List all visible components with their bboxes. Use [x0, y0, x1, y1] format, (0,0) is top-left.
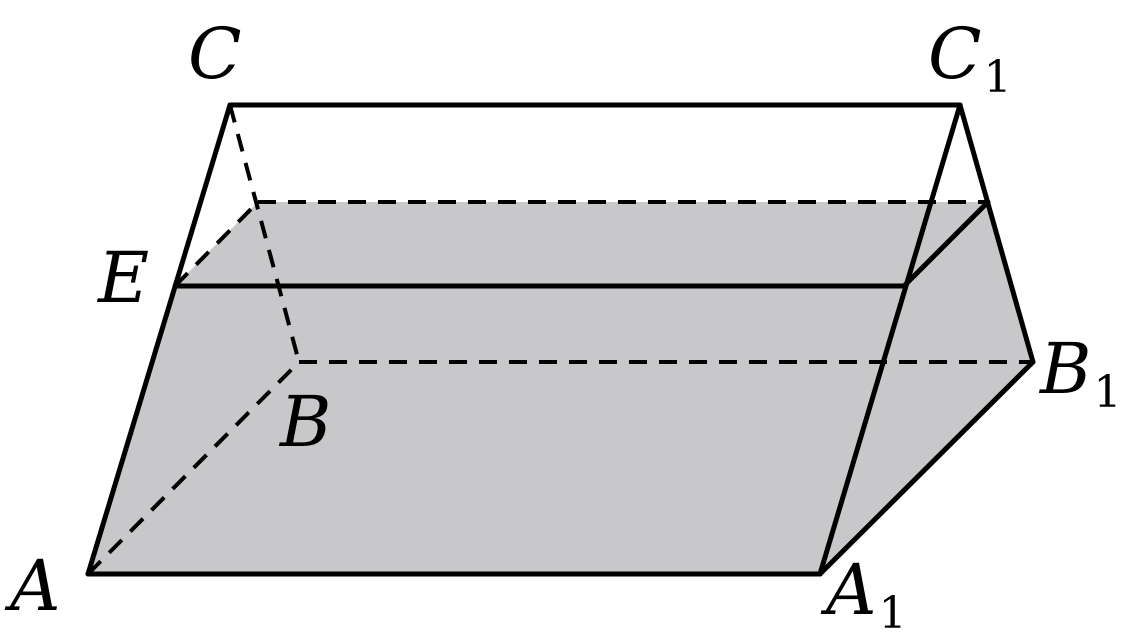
vertex-subscript-C1: 1: [984, 52, 1012, 103]
vertex-subscript-B1: 1: [1093, 367, 1121, 418]
edge-CB-hidden: [228, 104, 301, 363]
waterline-right: [901, 199, 991, 289]
edge-C1B1: [957, 102, 1036, 365]
liquid-region: [88, 202, 1033, 574]
vertex-label-B1: B1: [1038, 328, 1121, 418]
vertex-label-A: A: [4, 545, 61, 627]
waterline-left-hidden: [173, 200, 260, 288]
vertex-letter-C1: C: [928, 13, 982, 95]
edge-AB-hidden: [86, 360, 301, 576]
vertex-label-C1: C1: [928, 13, 1012, 103]
vertex-letter-B: B: [278, 381, 331, 463]
vertex-letter-A1: A: [820, 549, 877, 631]
vertex-letter-B1: B: [1038, 328, 1091, 410]
vertex-letter-E: E: [96, 237, 149, 319]
vertex-label-C: C: [188, 13, 242, 95]
edge-A1B1: [817, 359, 1036, 577]
vertex-label-B: B: [278, 381, 331, 463]
vertex-label-A1: A1: [820, 549, 907, 639]
edge-CA: [85, 102, 233, 577]
vertex-letter-C: C: [188, 13, 242, 95]
vertex-letter-A: A: [4, 545, 61, 627]
vertex-subscript-A1: 1: [879, 588, 907, 639]
vertex-label-E: E: [96, 237, 149, 319]
edge-C1A1: [817, 102, 963, 577]
